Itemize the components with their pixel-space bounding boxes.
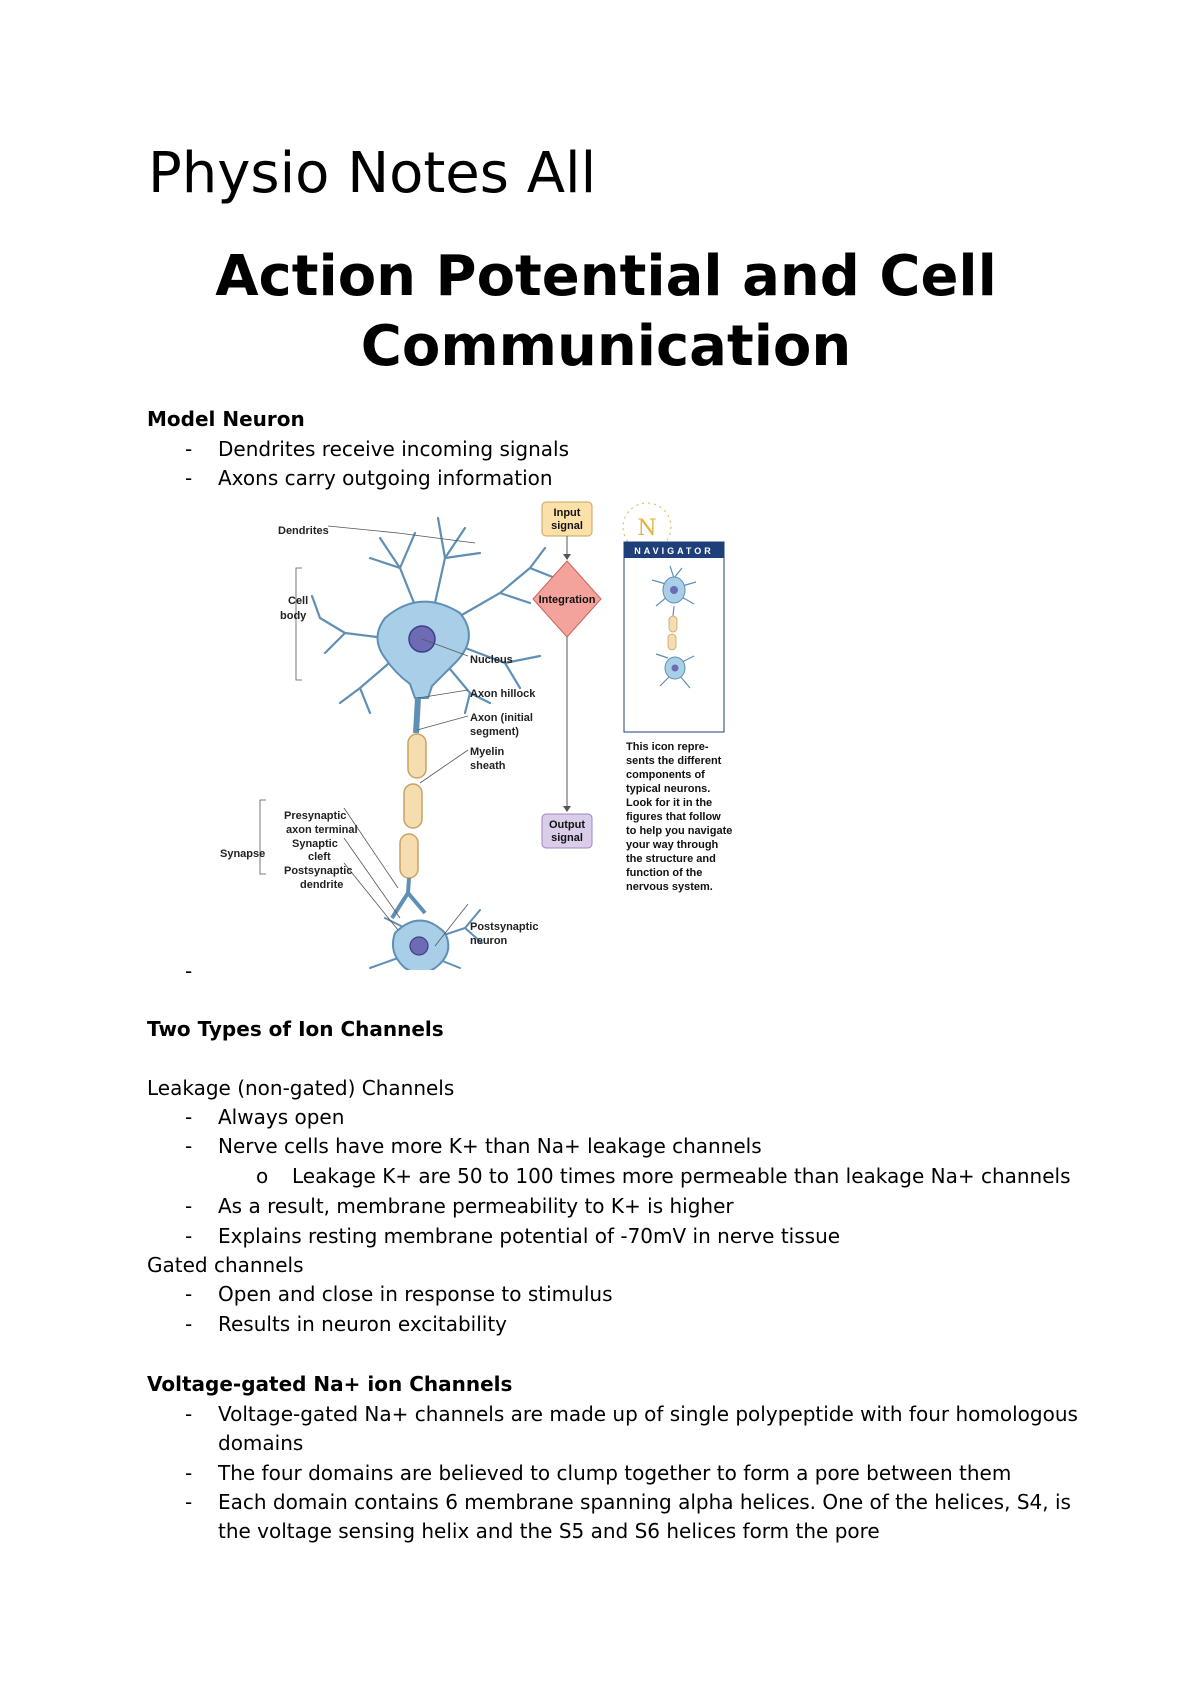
list-item: Voltage-gated Na+ channels are made up o…	[218, 1402, 1078, 1455]
label-postsynaptic-neuron: neuron	[470, 935, 508, 947]
label-axon-initial: segment)	[470, 726, 519, 738]
list-item: Open and close in response to stimulus	[218, 1282, 613, 1306]
document-title: Physio Notes All	[148, 141, 597, 206]
list-dash: -	[185, 1105, 193, 1129]
list-dash: -	[185, 1282, 193, 1306]
leakage-heading: Leakage (non-gated) Channels	[147, 1076, 455, 1100]
model-neuron-heading: Model Neuron	[147, 407, 305, 431]
list-item: Dendrites receive incoming signals	[218, 437, 570, 461]
label-nucleus: Nucleus	[470, 654, 513, 666]
svg-text:This icon repre-: This icon repre-	[626, 741, 709, 753]
svg-text:Look for it in the: Look for it in the	[626, 797, 712, 809]
svg-text:nervous system.: nervous system.	[626, 881, 713, 893]
voltage-gated-heading: Voltage-gated Na+ ion Channels	[147, 1372, 513, 1396]
list-dash: -	[185, 1461, 193, 1485]
label-presynaptic: axon terminal	[286, 824, 358, 836]
neuron-diagram: Dendrites Cell body Nucleus Axon hillock…	[220, 501, 732, 970]
svg-text:the structure and: the structure and	[626, 853, 716, 865]
svg-text:typical neurons.: typical neurons.	[626, 783, 710, 795]
output-signal-label: signal	[551, 832, 583, 844]
sub-bullet: o	[256, 1164, 269, 1188]
dendrites-graphic	[310, 516, 557, 715]
label-synapse: Synapse	[220, 848, 265, 860]
navigator-caption: This icon repre- sents the different com…	[626, 741, 732, 893]
label-dendrites: Dendrites	[278, 525, 329, 537]
label-axon-initial: Axon (initial	[470, 712, 533, 724]
label-postsynaptic-dendrite: dendrite	[300, 879, 343, 891]
svg-text:sents the different: sents the different	[626, 755, 722, 767]
list-dash: -	[185, 1224, 193, 1248]
list-dash: -	[185, 466, 193, 490]
label-presynaptic: Presynaptic	[284, 810, 346, 822]
list-item: The four domains are believed to clump t…	[218, 1461, 1012, 1485]
label-myelin: Myelin	[470, 746, 505, 758]
label-synaptic-cleft: cleft	[308, 851, 331, 863]
svg-text:components of: components of	[626, 769, 705, 781]
sub-list-item: Leakage K+ are 50 to 100 times more perm…	[292, 1164, 1071, 1188]
label-cell-body: body	[280, 610, 307, 622]
label-synaptic-cleft: Synaptic	[292, 838, 338, 850]
list-dash: -	[185, 1490, 193, 1514]
list-dash: -	[185, 437, 193, 461]
label-axon-hillock: Axon hillock	[470, 688, 536, 700]
svg-text:function of the: function of the	[626, 867, 702, 879]
label-postsynaptic-neuron: Postsynaptic	[470, 921, 538, 933]
myelin-sheath-graphic	[399, 733, 427, 879]
list-dash: -	[185, 1194, 193, 1218]
list-dash: -	[185, 959, 193, 983]
list-item: Nerve cells have more K+ than Na+ leakag…	[218, 1134, 762, 1158]
list-item: Always open	[218, 1105, 345, 1129]
list-dash: -	[185, 1402, 193, 1426]
navigator-icon: N NAVIGATOR	[622, 502, 725, 733]
list-item: Each domain contains 6 membrane spanning…	[218, 1490, 1071, 1543]
navigator-letter: N	[637, 516, 656, 541]
section-title: Action Potential and Cell Communication	[215, 244, 997, 379]
input-signal-label: signal	[551, 520, 583, 532]
svg-text:figures that follow: figures that follow	[626, 811, 721, 823]
list-dash: -	[185, 1312, 193, 1336]
output-signal-box	[541, 813, 593, 849]
list-item: Axons carry outgoing information	[218, 466, 553, 490]
list-item: As a result, membrane permeability to K+…	[218, 1194, 734, 1218]
label-myelin: sheath	[470, 760, 506, 772]
list-item: Explains resting membrane potential of -…	[218, 1224, 841, 1248]
ion-channels-heading: Two Types of Ion Channels	[147, 1017, 444, 1041]
list-dash: -	[185, 1134, 193, 1158]
gated-heading: Gated channels	[147, 1253, 304, 1277]
integration-label: Integration	[539, 594, 596, 606]
list-item: Results in neuron excitability	[218, 1312, 508, 1336]
label-cell-body: Cell	[288, 595, 308, 607]
svg-text:to help you navigate: to help you navigate	[626, 825, 732, 837]
input-signal-label: Input	[554, 507, 581, 519]
navigator-title: NAVIGATOR	[634, 546, 714, 556]
svg-text:your way through: your way through	[626, 839, 719, 851]
label-postsynaptic-dendrite: Postsynaptic	[284, 865, 352, 877]
output-signal-label: Output	[549, 819, 585, 831]
